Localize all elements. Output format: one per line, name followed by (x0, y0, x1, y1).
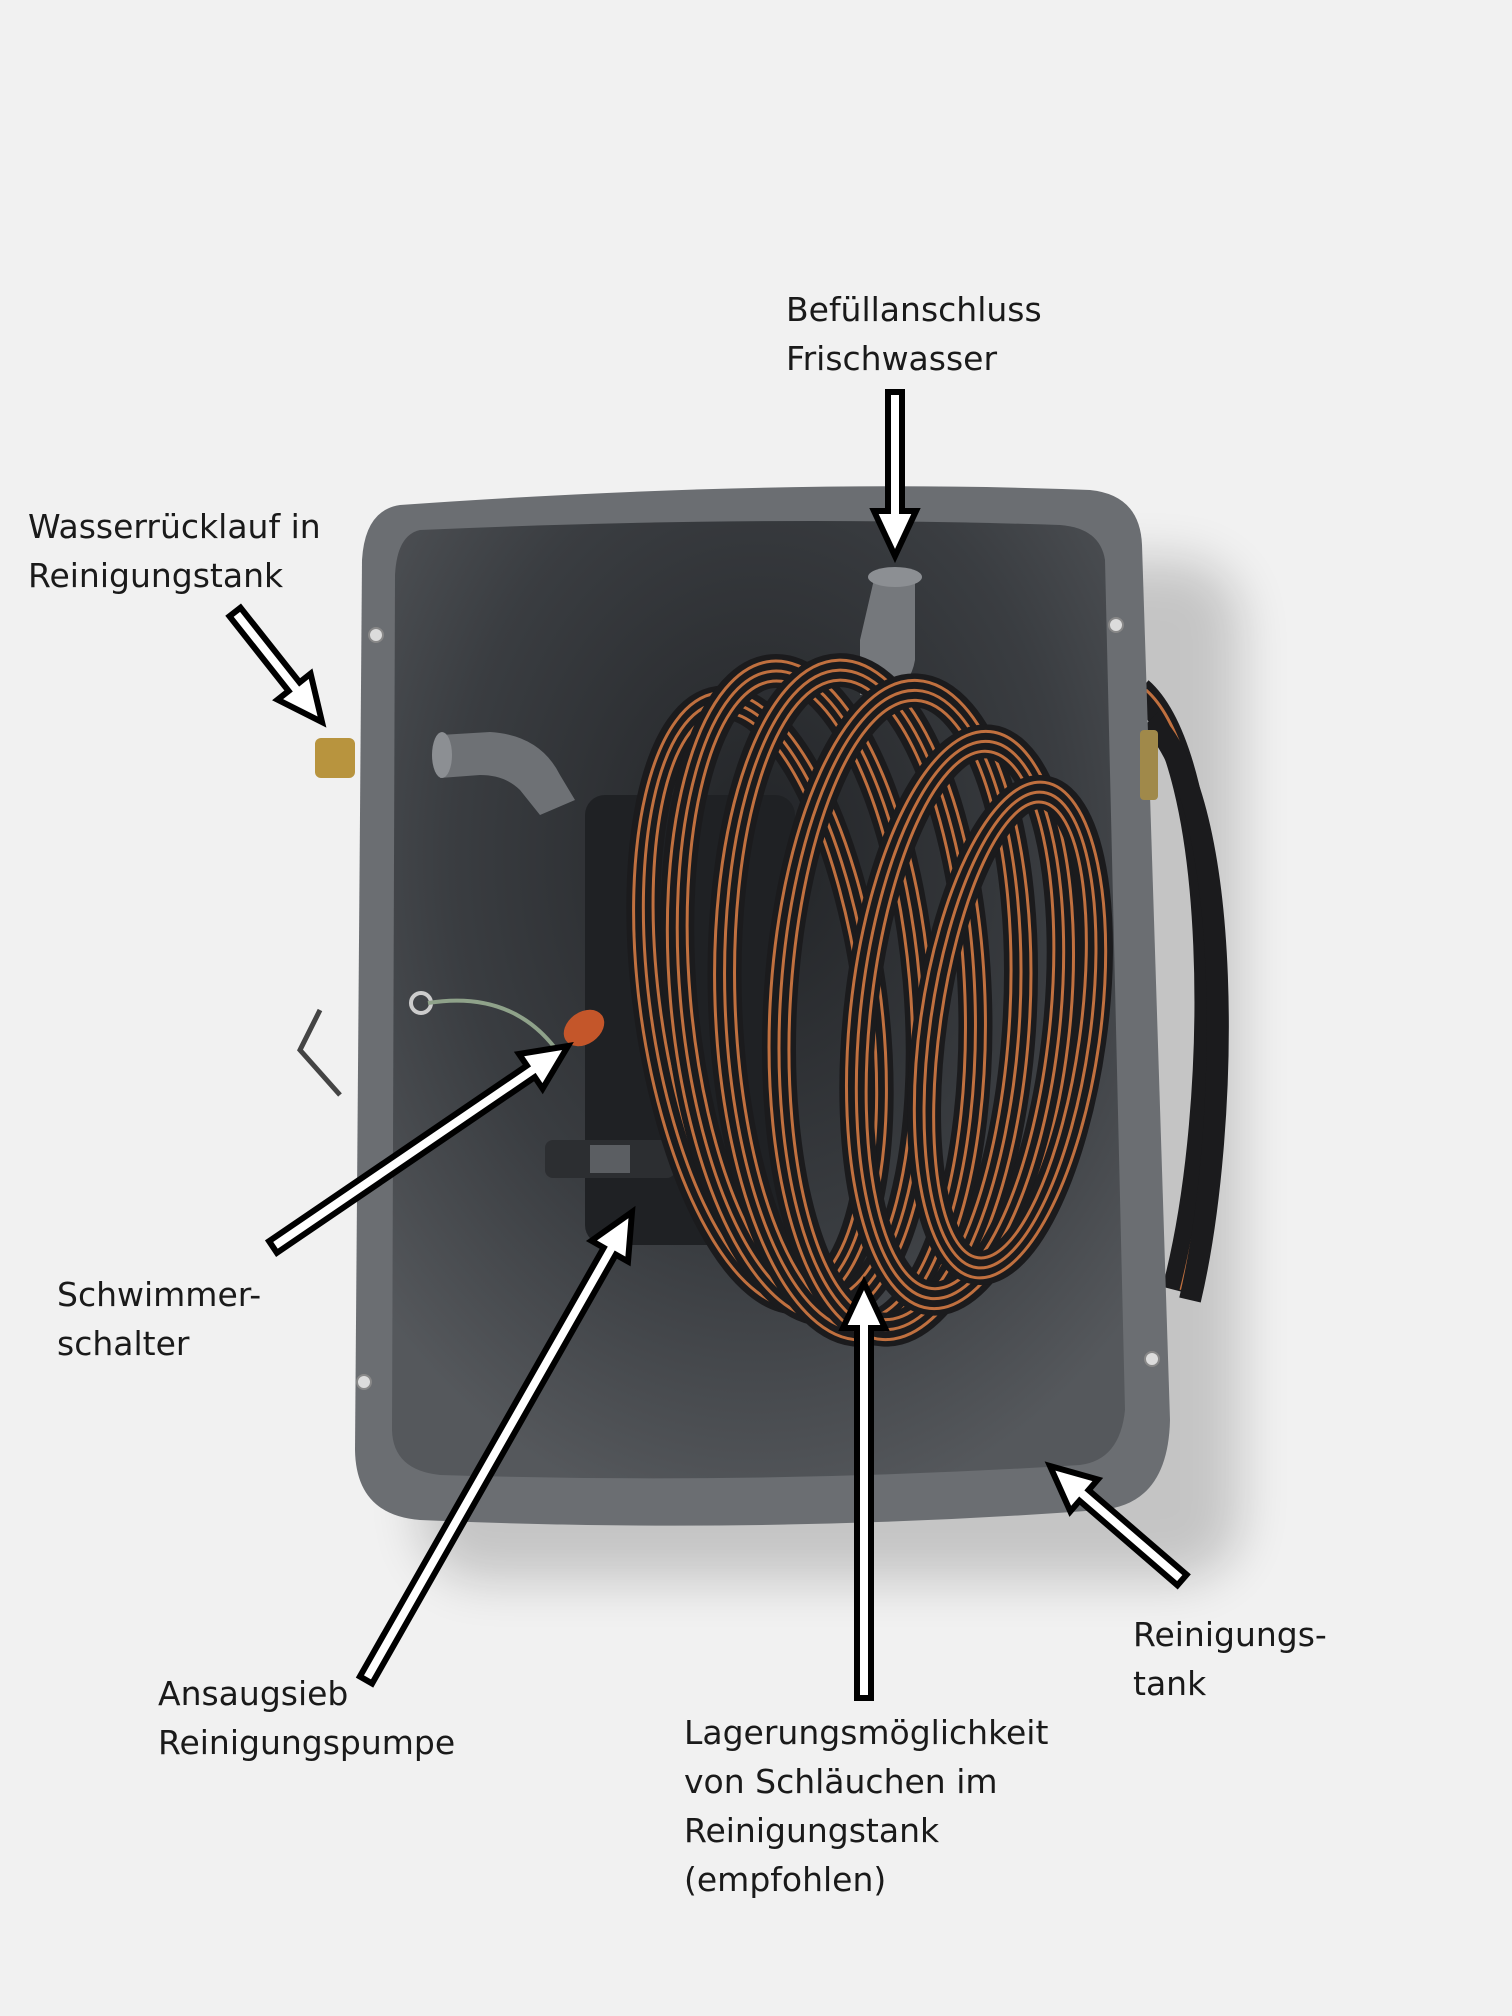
arrow-hose-storage (838, 1275, 890, 1701)
label-line: Befüllanschluss (786, 290, 1042, 329)
label-line: Reinigungstank (684, 1811, 940, 1850)
label-line: (empfohlen) (684, 1860, 887, 1899)
label-fill-connection: Befüllanschluss Frischwasser (786, 285, 1042, 383)
hose-loop (922, 790, 1098, 1270)
hose-loop (844, 729, 1076, 1311)
callout-arrows (225, 389, 1191, 1701)
label-line: Wasserrücklauf in (28, 507, 321, 546)
label-line: von Schläuchen im (684, 1762, 998, 1801)
label-float-switch: Schwimmer- schalter (57, 1270, 261, 1368)
label-water-return: Wasserrücklauf in Reinigungstank (28, 502, 321, 600)
hose-loop (912, 780, 1108, 1280)
return-elbow-pipe (432, 732, 575, 815)
label-suction-strainer: Ansaugsieb Reinigungspumpe (158, 1669, 455, 1767)
label-line: schalter (57, 1324, 190, 1363)
screws (356, 617, 1160, 1390)
hose-loop (767, 678, 1033, 1342)
label-line: Lagerungsmöglichkeit (684, 1713, 1049, 1752)
label-line: Frischwasser (786, 339, 998, 378)
suction-strainer (545, 1140, 675, 1178)
arrow-cleaning-tank (1044, 1461, 1191, 1590)
brass-connector-right (1140, 730, 1158, 800)
float-switch (297, 991, 605, 1097)
external-hose (1130, 680, 1229, 1303)
arrow-float-switch (264, 1042, 574, 1257)
label-line: Reinigungs- (1133, 1615, 1327, 1654)
arrow-fill-connection (869, 389, 921, 564)
label-line: Reinigungstank (28, 556, 284, 595)
label-line: Ansaugsieb (158, 1674, 349, 1713)
label-cleaning-tank: Reinigungs- tank (1133, 1610, 1327, 1708)
hose-loop (932, 800, 1088, 1260)
label-line: Reinigungspumpe (158, 1723, 456, 1762)
label-hose-storage: Lagerungsmöglichkeit von Schläuchen im R… (684, 1708, 1048, 1904)
label-line: Schwimmer- (57, 1275, 262, 1314)
arrow-suction-strainer (355, 1205, 636, 1688)
hose-loop (864, 749, 1056, 1291)
label-line: tank (1133, 1664, 1207, 1703)
hose-loop (854, 739, 1066, 1301)
arrow-water-return (225, 603, 327, 728)
brass-connector (315, 738, 355, 778)
